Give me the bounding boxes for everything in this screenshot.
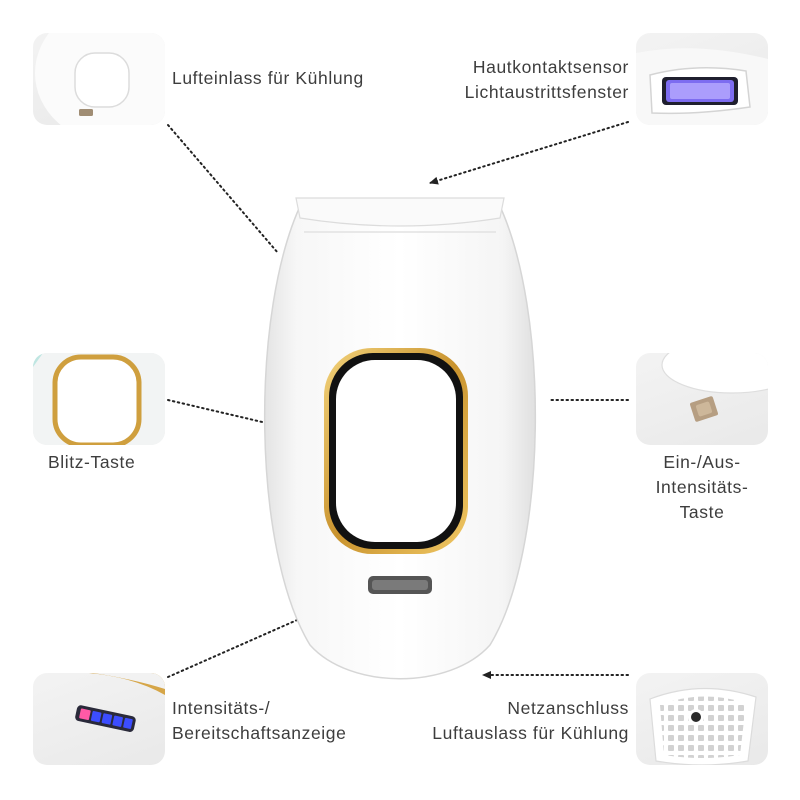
label-power-port: Netzanschluss Luftauslass für Kühlung — [432, 696, 629, 746]
label-indicator-line-2: Bereitschaftsanzeige — [172, 723, 347, 743]
label-flash-button-line-1: Blitz-Taste — [48, 452, 136, 472]
label-power-button-line-1: Ein-/Aus- — [663, 452, 741, 472]
label-air-inlet-line-1: Lufteinlass für Kühlung — [172, 68, 364, 88]
label-power-button-line-2: Intensitäts- — [655, 477, 749, 497]
label-air-inlet: Lufteinlass für Kühlung — [172, 66, 364, 91]
label-sensor-window-line-2: Lichtaustrittsfenster — [464, 82, 629, 102]
label-sensor-window: Hautkontaktsensor Lichtaustrittsfenster — [465, 55, 629, 105]
label-indicator: Intensitäts-/ Bereitschaftsanzeige — [172, 696, 346, 746]
thumb-air-inlet — [33, 33, 165, 125]
label-power-port-line-2: Luftauslass für Kühlung — [432, 723, 629, 743]
label-power-button-line-3: Taste — [679, 502, 725, 522]
thumb-power-button — [636, 353, 768, 445]
connector-sensor-window — [429, 121, 629, 185]
label-power-port-line-1: Netzanschluss — [507, 698, 629, 718]
label-indicator-line-1: Intensitäts-/ — [172, 698, 271, 718]
thumb-indicator — [33, 673, 165, 765]
label-power-button: Ein-/Aus- Intensitäts- Taste — [635, 450, 769, 525]
thumb-power-port — [636, 673, 768, 765]
label-flash-button: Blitz-Taste — [48, 450, 135, 475]
indicator-light — [368, 576, 432, 594]
flash-button[interactable] — [324, 348, 468, 554]
thumb-flash-button — [33, 353, 165, 445]
thumb-sensor-window — [636, 33, 768, 125]
ipl-device — [263, 197, 537, 680]
connector-air-inlet — [167, 124, 279, 254]
label-sensor-window-line-1: Hautkontaktsensor — [472, 57, 629, 77]
